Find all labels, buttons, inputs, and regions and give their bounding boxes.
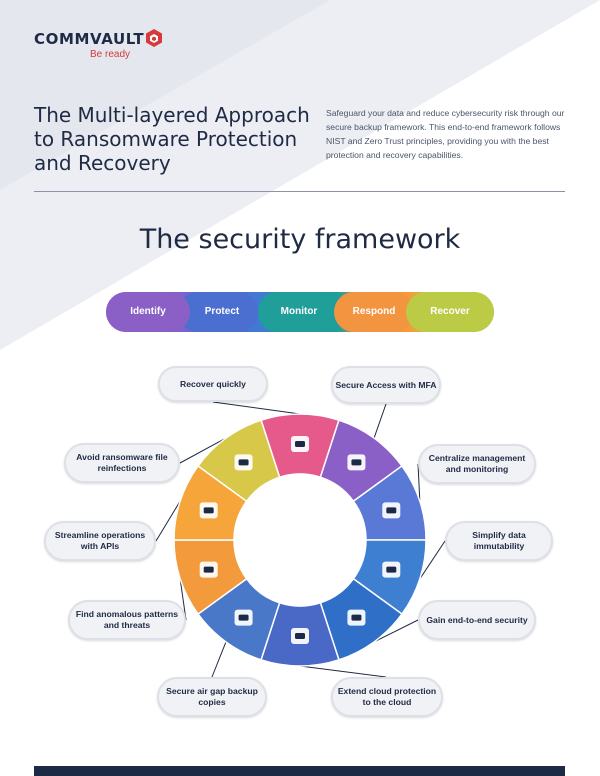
server-rack-icon xyxy=(234,609,253,626)
section-heading: The security framework xyxy=(139,224,461,255)
phase-protect: Protect xyxy=(204,306,240,317)
callout-end-to-end-security: Gain end-to-end security xyxy=(418,600,536,640)
phase-respond: Respond xyxy=(352,306,396,317)
divider xyxy=(34,191,565,192)
connector-line xyxy=(299,665,387,678)
api-code-icon xyxy=(199,502,218,519)
callout-recover-quickly: Recover quickly xyxy=(158,366,268,402)
footer-bar xyxy=(34,766,565,776)
page-title: The Multi-layered Approach to Ransomware… xyxy=(34,103,310,175)
cloud-lock-icon xyxy=(291,628,309,644)
framework-phase-bar: Identify Protect Monitor Respond Recover xyxy=(106,292,494,332)
cloud-lightning-icon xyxy=(291,436,309,452)
key-icon xyxy=(347,609,366,626)
connector-line xyxy=(419,540,446,580)
connector-line xyxy=(212,401,301,415)
cube-logo-icon xyxy=(146,29,162,47)
callout-anomalous-patterns: Find anomalous patterns and threats xyxy=(68,600,186,640)
phase-recover: Recover xyxy=(430,306,470,317)
phase-identify: Identify xyxy=(130,306,166,317)
callout-data-immutability: Simplify data immutability xyxy=(445,521,553,561)
connector-line xyxy=(373,619,419,643)
callout-avoid-reinfection: Avoid ransomware file reinfections xyxy=(64,443,180,483)
connector-line xyxy=(179,437,227,464)
brand-name: COMMVAULT xyxy=(34,30,145,48)
brand-logo[interactable]: COMMVAULT Be ready xyxy=(34,29,162,60)
intro-paragraph: Safeguard your data and reduce cybersecu… xyxy=(326,108,565,160)
connector-line xyxy=(373,403,387,439)
monitor-threat-icon xyxy=(199,561,218,578)
user-alert-icon xyxy=(347,454,366,471)
callout-centralize-management: Centralize management and monitoring xyxy=(418,444,536,484)
callout-extend-cloud: Extend cloud protection to the cloud xyxy=(331,677,443,717)
callout-air-gap-copies: Secure air gap backup copies xyxy=(157,677,267,717)
callout-streamline-apis: Streamline operations with APIs xyxy=(44,521,156,561)
callout-secure-access-mfa: Secure Access with MFA xyxy=(331,366,441,404)
file-warning-icon xyxy=(234,454,253,471)
phase-bar-graphic xyxy=(106,292,494,332)
brand-tagline: Be ready xyxy=(90,49,131,60)
lock-box-icon xyxy=(382,561,401,578)
pointer-hand-icon xyxy=(382,502,401,519)
connector-line xyxy=(211,641,227,678)
phase-monitor: Monitor xyxy=(280,306,318,317)
connector-line xyxy=(155,500,181,542)
